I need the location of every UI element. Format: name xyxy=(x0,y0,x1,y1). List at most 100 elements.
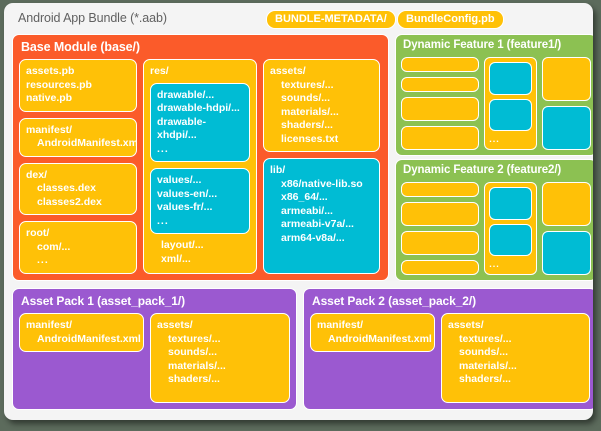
asset-pack-1-assets-line-2: sounds/... xyxy=(168,346,218,358)
box-lib[interactable]: lib/ x86/native-lib.so x86_64/... armeab… xyxy=(263,158,380,274)
base-module-columns: assets.pb resources.pb native.pb manifes… xyxy=(19,59,382,274)
assets-line-5: licenses.txt xyxy=(281,132,339,145)
manifest-line-1: AndroidManifest.xml xyxy=(37,137,137,149)
asset-pack-1-columns: manifest/ AndroidManifest.xml assets/ te… xyxy=(19,313,290,403)
feature-2-columns: ... xyxy=(401,182,591,275)
dex-head: dex/ xyxy=(26,168,48,181)
asset-pack-2-assets-line-3: materials/... xyxy=(459,359,517,372)
asset-pack-1-box-assets[interactable]: assets/ textures/... sounds/... material… xyxy=(150,313,290,403)
asset-pack-2-box-manifest[interactable]: manifest/ AndroidManifest.xml xyxy=(310,313,435,352)
res-head: res/ xyxy=(150,65,169,77)
res-tail-line-1: layout/... xyxy=(161,239,204,251)
asset-pack-1-assets-head: assets/ xyxy=(157,319,193,331)
feature-1-box-manifest[interactable] xyxy=(401,77,480,92)
lib-head: lib/ xyxy=(270,164,286,176)
feature-1-column-2: ... xyxy=(484,57,538,150)
feature-1-box-root[interactable] xyxy=(401,126,480,150)
base-module-column-3: assets/ textures/... sounds/... material… xyxy=(263,59,380,274)
asset-pack-2-title: Asset Pack 2 (asset_pack_2/) xyxy=(312,294,476,308)
box-res[interactable]: res/ drawable/... drawable-hdpi/... draw… xyxy=(143,59,257,274)
manifest-head: manifest/ xyxy=(26,123,73,136)
drawable-line-2: drawable-hdpi/... xyxy=(157,102,240,114)
feature-1-box-res-values[interactable] xyxy=(489,98,533,131)
feature-1-box-assets[interactable] xyxy=(542,57,591,101)
res-tail-line-2: xml/... xyxy=(161,252,191,265)
feature-1-res-dots: ... xyxy=(489,134,500,144)
values-line-3: values-fr/... xyxy=(157,201,213,213)
res-tail-line-3: ... xyxy=(161,266,173,274)
base-module-title: Base Module (base/) xyxy=(21,40,140,54)
lib-line-3: armeabi/... xyxy=(281,204,333,217)
asset-pack-2-assets-line-2: sounds/... xyxy=(459,346,509,358)
feature-1-box-res[interactable]: ... xyxy=(484,57,538,150)
drawable-line-4: ... xyxy=(157,142,169,155)
asset-pack-2-assets-head: assets/ xyxy=(448,319,484,331)
asset-pack-2-columns: manifest/ AndroidManifest.xml assets/ te… xyxy=(310,313,590,403)
values-line-4: ... xyxy=(157,214,169,227)
feature-2-box-protos[interactable] xyxy=(401,182,480,197)
feature-1-box-lib[interactable] xyxy=(542,106,591,150)
asset-pack-1-assets-line-3: materials/... xyxy=(168,359,226,372)
feature-2-res-dots: ... xyxy=(489,259,500,269)
feature-2-box-assets[interactable] xyxy=(542,182,591,226)
feature-2-box-manifest[interactable] xyxy=(401,202,480,226)
feature-2-box-res-values[interactable] xyxy=(489,223,533,256)
drawable-line-1: drawable/... xyxy=(157,88,215,101)
feature-1-box-dex[interactable] xyxy=(401,97,480,121)
dex-line-2: classes2.dex xyxy=(37,195,102,208)
feature-1-column-1 xyxy=(401,57,480,150)
asset-pack-2-manifest-head: manifest/ xyxy=(317,319,364,331)
res-tail: layout/... xml/... ... xyxy=(150,239,250,274)
dynamic-feature-2-panel[interactable]: Dynamic Feature 2 (feature2/) ... xyxy=(395,159,593,281)
box-res-drawable[interactable]: drawable/... drawable-hdpi/... drawable-… xyxy=(150,82,250,162)
asset-pack-1-assets-line-1: textures/... xyxy=(168,332,221,345)
feature-1-box-res-drawable[interactable] xyxy=(489,62,533,95)
assets-line-3: materials/... xyxy=(281,105,339,118)
assets-line-2: sounds/... xyxy=(281,92,331,104)
assets-line-4: shaders/... xyxy=(281,119,333,131)
feature-1-box-protos[interactable] xyxy=(401,57,480,72)
feature-1-column-3 xyxy=(542,57,591,150)
assets-line-1: textures/... xyxy=(281,78,334,91)
lib-line-4: armeabi-v7a/... xyxy=(281,218,354,230)
feature-2-box-res[interactable]: ... xyxy=(484,182,538,275)
base-module-panel[interactable]: Base Module (base/) assets.pb resources.… xyxy=(12,34,389,281)
base-module-column-2: res/ drawable/... drawable-hdpi/... draw… xyxy=(143,59,257,274)
dex-line-1: classes.dex xyxy=(37,182,96,194)
values-line-1: values/... xyxy=(157,174,202,186)
box-manifest[interactable]: manifest/ AndroidManifest.xml xyxy=(19,117,137,157)
box-res-values[interactable]: values/... values-en/... values-fr/... .… xyxy=(150,168,250,234)
page-title: Android App Bundle (*.aab) xyxy=(18,11,167,25)
box-dex[interactable]: dex/ classes.dex classes2.dex ... xyxy=(19,162,137,216)
dynamic-feature-1-title: Dynamic Feature 1 (feature1/) xyxy=(403,39,562,51)
feature-2-box-root[interactable] xyxy=(401,260,480,275)
box-protos[interactable]: assets.pb resources.pb native.pb xyxy=(19,59,137,112)
dynamic-feature-2-title: Dynamic Feature 2 (feature2/) xyxy=(403,164,562,176)
drawable-line-3: drawable-xhdpi/... xyxy=(157,115,207,142)
dynamic-feature-1-panel[interactable]: Dynamic Feature 1 (feature1/) ... xyxy=(395,34,593,156)
asset-pack-1-manifest-line-1: AndroidManifest.xml xyxy=(37,332,141,345)
box-root[interactable]: root/ com/... ... xyxy=(19,221,137,274)
assets-head: assets/ xyxy=(270,65,306,77)
aab-card: Android App Bundle (*.aab) BUNDLE-METADA… xyxy=(4,3,593,420)
lib-line-1: x86/native-lib.so xyxy=(281,177,363,190)
asset-pack-2-manifest-line-1: AndroidManifest.xml xyxy=(328,332,432,345)
tag-bundle-config[interactable]: BundleConfig.pb xyxy=(397,10,504,29)
protos-line-2: resources.pb xyxy=(26,78,92,91)
box-assets[interactable]: assets/ textures/... sounds/... material… xyxy=(263,59,380,152)
asset-pack-1-panel[interactable]: Asset Pack 1 (asset_pack_1/) manifest/ A… xyxy=(12,288,297,410)
asset-pack-1-box-manifest[interactable]: manifest/ AndroidManifest.xml xyxy=(19,313,144,352)
root-head: root/ xyxy=(26,227,50,240)
asset-pack-2-box-assets[interactable]: assets/ textures/... sounds/... material… xyxy=(441,313,590,403)
res-inner: drawable/... drawable-hdpi/... drawable-… xyxy=(150,82,250,234)
dex-line-3: ... xyxy=(37,209,49,216)
values-line-2: values-en/... xyxy=(157,187,218,200)
tag-bundle-metadata[interactable]: BUNDLE-METADATA/ xyxy=(266,10,396,29)
base-module-column-1: assets.pb resources.pb native.pb manifes… xyxy=(19,59,137,274)
feature-2-box-lib[interactable] xyxy=(542,231,591,275)
feature-2-box-dex[interactable] xyxy=(401,231,480,255)
asset-pack-1-assets-line-4: shaders/... xyxy=(168,373,220,385)
feature-2-box-res-drawable[interactable] xyxy=(489,187,533,220)
asset-pack-2-panel[interactable]: Asset Pack 2 (asset_pack_2/) manifest/ A… xyxy=(303,288,593,410)
